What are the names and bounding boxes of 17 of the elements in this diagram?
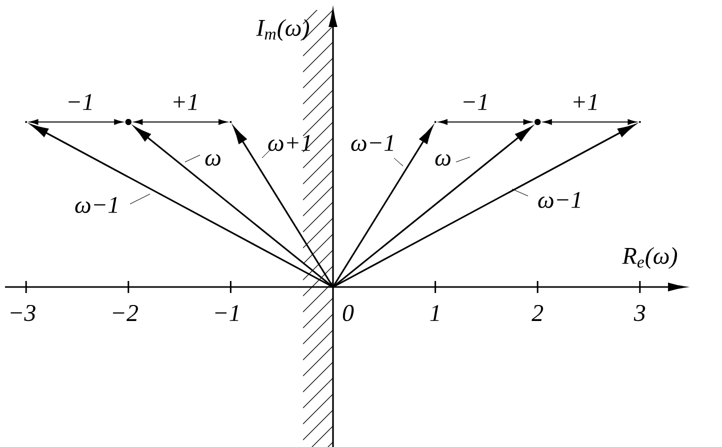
edge-label: −1	[68, 94, 92, 110]
arrow	[438, 119, 532, 125]
edge-label: −1	[464, 94, 487, 110]
axis-label: R$_{e}$(ω)	[622, 247, 678, 269]
arrow	[543, 119, 636, 125]
tick-label: 2	[532, 305, 544, 321]
edge-label: +1	[174, 94, 197, 110]
arrow	[134, 119, 228, 125]
tick-label: −3	[10, 304, 36, 322]
tick-label: 1	[430, 305, 439, 321]
edge-label: +1	[574, 94, 597, 110]
axis-label: I$_{m}$(ω)	[256, 19, 310, 41]
tick-label: −1	[215, 305, 238, 321]
tick-label: 0	[342, 304, 354, 322]
tick-label: 3	[634, 304, 646, 322]
arrow	[30, 119, 123, 125]
tick-label: −2	[113, 305, 138, 321]
